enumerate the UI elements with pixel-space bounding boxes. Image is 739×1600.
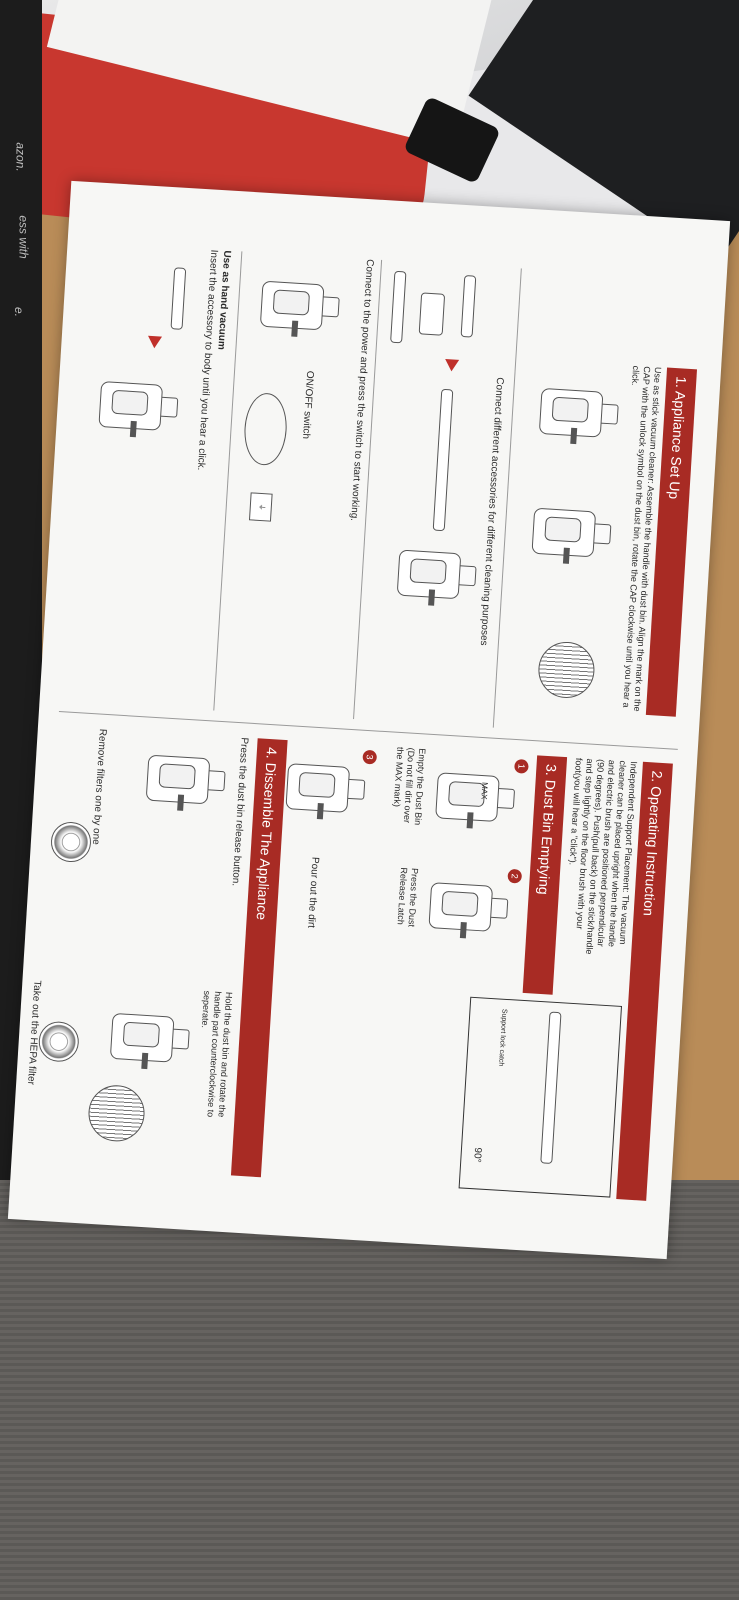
step-number-1: 1 — [514, 758, 529, 774]
max-mark-label: MAX — [479, 781, 490, 800]
instruction-sheet: 1. Appliance Set Up Use as stick vacuum … — [7, 180, 731, 1260]
hand-vacuum-illustration — [85, 372, 179, 447]
hand-accessory-illustration — [170, 267, 187, 330]
dust-bin-illustration-2 — [415, 873, 509, 948]
step-3-text: Pour out the dirt — [305, 856, 321, 929]
support-placement-illustration — [458, 996, 623, 1198]
section-3-header: 3. Dust Bin Emptying — [522, 755, 568, 995]
edge-text-3: e. — [12, 306, 27, 318]
step-1-text: Empty the Dust Bin (Do not fill dirt ove… — [391, 746, 428, 826]
power-plug-icon: ⏚ — [248, 492, 273, 522]
dust-bin-illustration-3 — [272, 754, 366, 829]
column-divider — [58, 711, 678, 750]
section-4-hold-text: Hold the dust bin and rotate the handle … — [199, 990, 235, 1118]
power-cord-illustration — [242, 391, 289, 467]
long-tube-illustration — [390, 270, 407, 344]
red-arrow-icon — [147, 335, 163, 349]
edge-text-1: azon. — [13, 142, 28, 172]
section-2-text: Independent Support Placement: The vacuu… — [567, 757, 639, 955]
extension-tube-illustration — [432, 388, 454, 532]
handle-detail-illustration — [86, 1083, 147, 1143]
vacuum-with-tube-illustration — [384, 541, 478, 616]
step-2-text: Press the Dust Release Latch — [395, 867, 421, 928]
release-button-illustration — [133, 746, 227, 821]
step-number-2: 2 — [507, 868, 523, 884]
cap-detail-illustration — [536, 640, 597, 700]
vacuum-power-illustration — [246, 272, 341, 367]
crevice-tool-illustration — [460, 274, 477, 338]
filter-illustration — [49, 820, 93, 864]
dust-bin-illustration-1 — [422, 764, 516, 839]
section-4-filters-text: Remove filters one by one — [89, 728, 108, 846]
hepa-filter-illustration — [37, 1020, 80, 1063]
angle-label: 90° — [471, 1147, 484, 1163]
vacuum-illustration-1a — [526, 379, 620, 454]
onoff-switch-label: ON/OFF switch — [300, 370, 316, 440]
red-arrow-icon — [444, 358, 460, 372]
edge-text-2: ess with — [16, 215, 31, 259]
vacuum-illustration-1b — [519, 499, 613, 574]
rotate-handle-illustration — [97, 1004, 191, 1079]
hand-vacuum-text: Insert the accessory to body until you h… — [194, 249, 220, 471]
brush-tool-illustration — [418, 292, 446, 336]
section-4-press-text: Press the dust bin release button. — [229, 737, 250, 887]
power-caption: Connect to the power and press the switc… — [348, 258, 376, 522]
